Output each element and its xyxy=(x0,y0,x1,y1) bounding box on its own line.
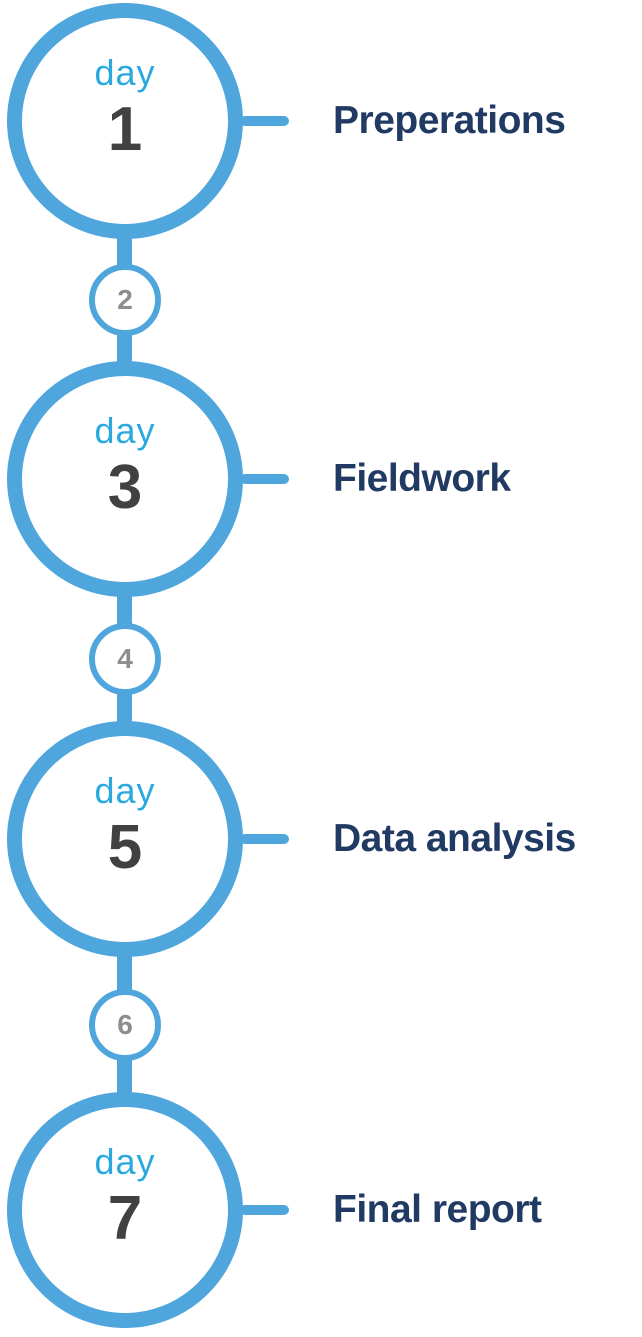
day-5-circle-content: day 5 xyxy=(94,770,156,882)
interval-circle-4: 4 xyxy=(89,623,161,695)
day-7-circle: day 7 xyxy=(7,1092,243,1328)
interval-number: 2 xyxy=(117,284,133,315)
stage-label-final-report: Final report xyxy=(333,1188,542,1231)
day-5-circle: day 5 xyxy=(7,721,243,957)
label-connector-line xyxy=(240,474,289,484)
day-number: 3 xyxy=(107,453,143,522)
day-number: 1 xyxy=(107,95,143,164)
day-3-circle: day 3 xyxy=(7,361,243,597)
day-7-circle-content: day 7 xyxy=(94,1141,156,1253)
day-number: 7 xyxy=(107,1184,143,1253)
day-word: day xyxy=(94,770,156,811)
day-word: day xyxy=(94,52,156,93)
label-connector-line xyxy=(240,834,289,844)
label-connector-line xyxy=(240,1205,289,1215)
day-number: 5 xyxy=(107,813,143,882)
stage-label-fieldwork: Fieldwork xyxy=(333,457,511,500)
stage-label-preperations: Preperations xyxy=(333,99,566,142)
day-1-circle: day 1 xyxy=(7,3,243,239)
day-3-circle-content: day 3 xyxy=(94,410,156,522)
stage-label-data-analysis: Data analysis xyxy=(333,817,576,860)
interval-number: 6 xyxy=(117,1009,133,1040)
interval-circle-6: 6 xyxy=(89,989,161,1061)
day-word: day xyxy=(94,1141,156,1182)
interval-circle-2: 2 xyxy=(89,264,161,336)
day-1-circle-content: day 1 xyxy=(94,52,156,164)
day-word: day xyxy=(94,410,156,451)
label-connector-line xyxy=(240,116,289,126)
interval-number: 4 xyxy=(117,643,133,674)
